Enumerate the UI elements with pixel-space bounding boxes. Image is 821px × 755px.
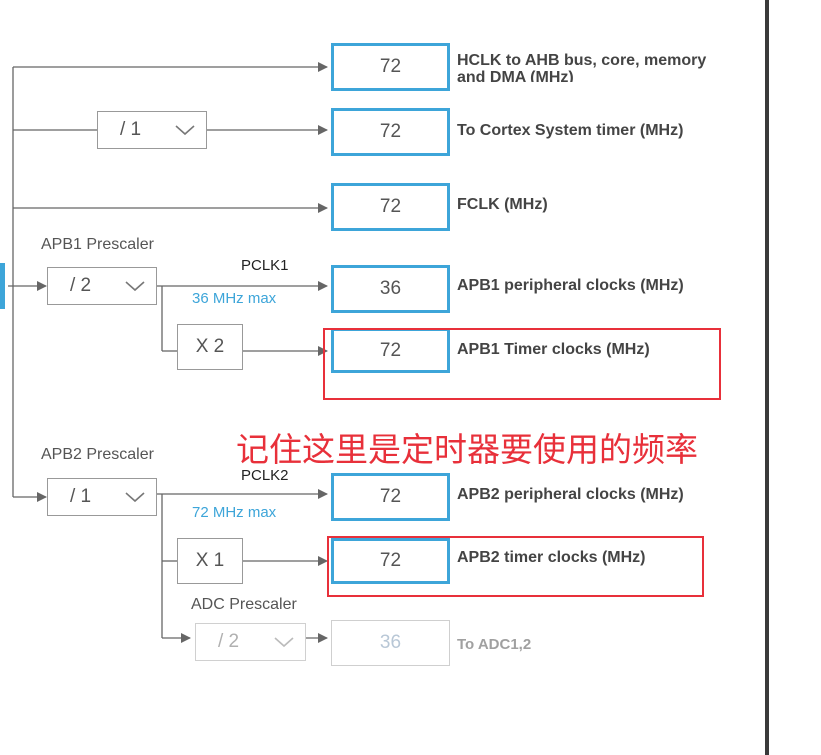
adc-prescaler-value: / 2 (218, 631, 240, 652)
apb1-timer-label: APB1 Timer clocks (MHz) (457, 341, 650, 358)
apb2-periph-label: APB2 peripheral clocks (MHz) (457, 486, 684, 503)
panel-divider (765, 0, 769, 755)
apb2-timer-value[interactable]: 72 (331, 538, 450, 584)
apb2-periph-value[interactable]: 72 (331, 473, 450, 521)
apb1-prescaler-value: / 2 (70, 275, 92, 296)
fclk-label: FCLK (MHz) (457, 196, 548, 213)
adc-prescaler-select[interactable]: / 2 (195, 623, 306, 661)
source-block-edge (0, 263, 5, 309)
cortex-timer-value[interactable]: 72 (331, 108, 450, 156)
cortex-timer-label: To Cortex System timer (MHz) (457, 122, 684, 139)
apb1-periph-label: APB1 peripheral clocks (MHz) (457, 277, 684, 294)
apb1-timer-highlight (323, 328, 721, 400)
pclk1-label: PCLK1 (241, 257, 289, 274)
apb1-periph-value[interactable]: 36 (331, 265, 450, 313)
adc-value[interactable]: 36 (331, 620, 450, 666)
apb2-timer-highlight (327, 536, 704, 597)
hclk-value[interactable]: 72 (331, 43, 450, 91)
apb1-timer-multiplier: X 2 (177, 324, 243, 370)
chevron-down-icon (175, 125, 195, 136)
pclk2-label: PCLK2 (241, 467, 289, 484)
apb1-prescaler-select[interactable]: / 2 (47, 267, 157, 305)
annotation-note: 记住这里是定时器要使用的频率 (236, 430, 698, 469)
pclk1-max: 36 MHz max (192, 290, 277, 307)
pclk2-max: 72 MHz max (192, 504, 277, 521)
adc-prescaler-caption: ADC Prescaler (191, 596, 297, 613)
apb2-timer-label: APB2 timer clocks (MHz) (457, 549, 646, 566)
chevron-down-icon (125, 281, 145, 292)
cortex-divider-value: / 1 (120, 119, 142, 140)
cortex-divider-select[interactable]: / 1 (97, 111, 207, 149)
chevron-down-icon (274, 637, 294, 648)
apb2-prescaler-caption: APB2 Prescaler (41, 446, 154, 463)
apb2-prescaler-value: / 1 (70, 486, 92, 507)
apb2-timer-multiplier: X 1 (177, 538, 243, 584)
chevron-down-icon (125, 492, 145, 503)
apb1-prescaler-caption: APB1 Prescaler (41, 236, 154, 253)
hclk-label: HCLK to AHB bus, core, memory and DMA (M… (457, 52, 707, 82)
apb2-prescaler-select[interactable]: / 1 (47, 478, 157, 516)
adc-label: To ADC1,2 (457, 636, 532, 653)
fclk-value[interactable]: 72 (331, 183, 450, 231)
